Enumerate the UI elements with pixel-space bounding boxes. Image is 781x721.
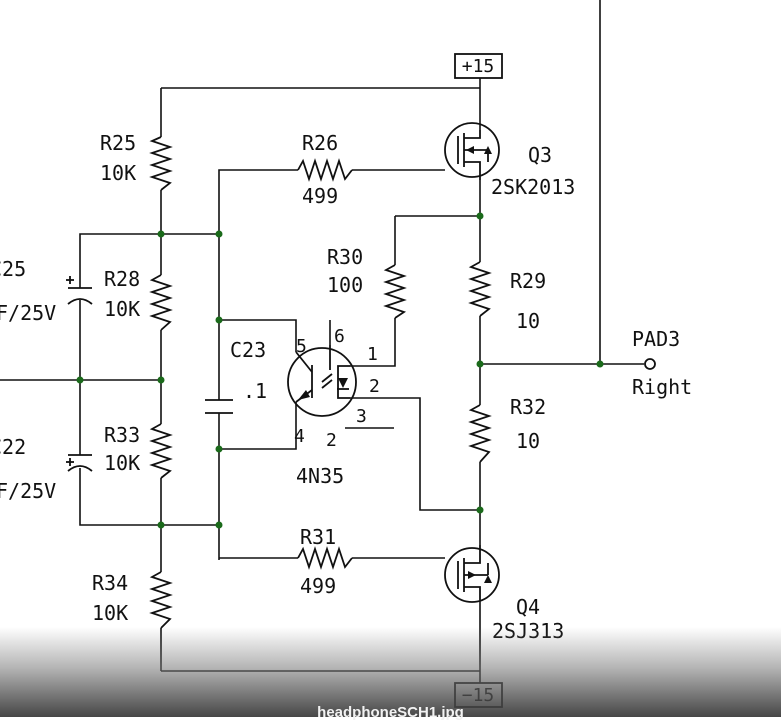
opto-pin-6: 6 bbox=[334, 326, 345, 347]
r25-name: R25 bbox=[100, 131, 136, 155]
output-label: Right bbox=[632, 375, 692, 399]
resistor-r28-symbol bbox=[149, 274, 173, 331]
mosfet-q3-symbol bbox=[444, 122, 500, 180]
opto-pin-3: 3 bbox=[356, 406, 367, 427]
mosfet-q4-symbol bbox=[444, 545, 500, 603]
output-pad-symbol bbox=[644, 358, 656, 370]
rail-negative-label: −15 bbox=[462, 685, 495, 706]
rail-positive-box: +15 bbox=[454, 53, 503, 79]
r32-value: 10 bbox=[516, 429, 540, 453]
opto-pin-2b: 2 bbox=[326, 430, 337, 451]
opto-pin-1: 1 bbox=[367, 344, 378, 365]
component-labels: R25 10K R26 499 R28 10K R29 10 R30 100 R… bbox=[0, 131, 692, 643]
r31-value: 499 bbox=[300, 574, 336, 598]
q3-part: 2SK2013 bbox=[491, 175, 575, 199]
r28-value: 10K bbox=[104, 297, 140, 321]
r29-name: R29 bbox=[510, 269, 546, 293]
r33-name: R33 bbox=[104, 423, 140, 447]
r28-name: R28 bbox=[104, 267, 140, 291]
resistor-r29-symbol bbox=[468, 261, 492, 317]
rail-positive-label: +15 bbox=[462, 56, 495, 77]
q4-part: 2SJ313 bbox=[492, 619, 564, 643]
r33-value: 10K bbox=[104, 451, 140, 475]
r32-name: R32 bbox=[510, 395, 546, 419]
capacitor-c22-symbol bbox=[66, 454, 93, 472]
r26-name: R26 bbox=[302, 131, 338, 155]
c23-name: C23 bbox=[230, 338, 266, 362]
c25-value: F/25V bbox=[0, 301, 56, 325]
junction-dots bbox=[76, 212, 604, 529]
c25-name: C25 bbox=[0, 257, 26, 281]
r30-name: R30 bbox=[327, 245, 363, 269]
capacitor-c25-symbol bbox=[66, 276, 93, 305]
r25-value: 10K bbox=[100, 161, 136, 185]
r29-value: 10 bbox=[516, 309, 540, 333]
resistor-r31-symbol bbox=[297, 546, 353, 570]
resistor-r32-symbol bbox=[468, 404, 492, 463]
optocoupler-4n35-symbol bbox=[287, 345, 357, 417]
resistor-r33-symbol bbox=[149, 423, 173, 479]
r26-value: 499 bbox=[302, 184, 338, 208]
c22-value: F/25V bbox=[0, 479, 56, 503]
opto-pin-4: 4 bbox=[294, 426, 305, 447]
opto-part: 4N35 bbox=[296, 464, 344, 488]
opto-pin-2: 2 bbox=[369, 376, 380, 397]
capacitor-c23-symbol bbox=[205, 399, 233, 414]
resistor-r26-symbol bbox=[297, 158, 353, 182]
r34-value: 10K bbox=[92, 601, 128, 625]
output-pad-name: PAD3 bbox=[632, 327, 680, 351]
r34-name: R34 bbox=[92, 571, 128, 595]
opto-pin-5: 5 bbox=[296, 336, 307, 357]
resistor-r30-symbol bbox=[383, 264, 407, 319]
resistor-r25-symbol bbox=[149, 136, 173, 191]
q4-name: Q4 bbox=[516, 595, 540, 619]
r30-value: 100 bbox=[327, 273, 363, 297]
resistor-r34-symbol bbox=[149, 571, 173, 629]
c22-name: C22 bbox=[0, 435, 26, 459]
q3-name: Q3 bbox=[528, 143, 552, 167]
image-filename: headphoneSCH1.jpg bbox=[317, 704, 464, 721]
r31-name: R31 bbox=[300, 525, 336, 549]
c23-value: .1 bbox=[243, 379, 267, 403]
